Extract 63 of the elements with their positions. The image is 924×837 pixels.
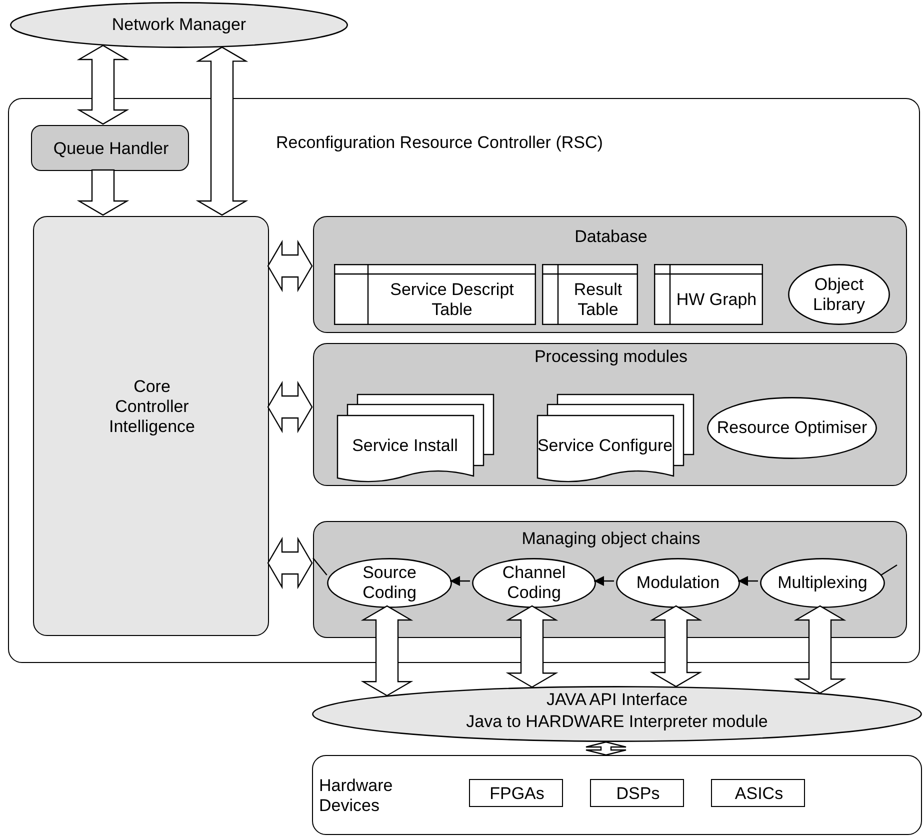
document-stack: [337, 394, 494, 484]
node-label: Channel Coding: [501, 563, 567, 603]
node-label: Result Table: [572, 280, 624, 320]
table-box: [542, 264, 638, 325]
double-outline-arrow: [267, 240, 313, 292]
node-label: FPGAs: [490, 784, 544, 804]
group-panel: [313, 521, 907, 638]
panel-heading: Database: [574, 227, 648, 247]
device-box: [711, 779, 805, 807]
node-label: Java to HARDWARE Interpreter module: [466, 712, 768, 732]
device-box: [590, 779, 684, 807]
group-panel: [313, 216, 907, 333]
ellipse-node: [327, 558, 452, 608]
table-box: [334, 264, 536, 325]
node-label: Modulation: [636, 573, 720, 593]
double-outline-arrow: [650, 605, 702, 688]
device-box: [469, 779, 563, 807]
connector-line: [312, 558, 328, 576]
double-outline-arrow: [585, 741, 627, 756]
connector-line: [880, 564, 898, 576]
node-label: Core Controller Intelligence: [108, 377, 196, 437]
double-outline-arrow: [360, 605, 414, 696]
ellipse-node: [10, 2, 348, 48]
panel-heading: Processing modules: [534, 347, 688, 367]
double-outline-arrow: [267, 536, 313, 590]
node-label: DSPs: [616, 784, 660, 804]
node-label: Hardware Devices: [319, 776, 394, 816]
ellipse-node: [760, 558, 885, 608]
node-label: HW Graph: [676, 290, 757, 310]
node-label: Network Manager: [112, 15, 246, 35]
ellipse-node: [788, 264, 890, 325]
device-panel: [312, 755, 922, 835]
ellipse-node: [707, 397, 877, 459]
arrow: [594, 576, 614, 586]
double-outline-arrow: [794, 605, 846, 694]
node-label: Queue Handler: [53, 139, 169, 159]
process-box: [33, 216, 269, 636]
interface-ellipse: [312, 686, 922, 742]
node-label: Multiplexing: [778, 573, 868, 593]
node-label: ASICs: [734, 784, 784, 804]
table-box: [654, 264, 763, 325]
ellipse-node: [472, 558, 596, 608]
process-box: [31, 125, 189, 171]
node-label: Resource Optimiser: [716, 418, 868, 438]
group-panel: [313, 343, 907, 486]
node-label: Service Descript Table: [389, 280, 515, 320]
node-label: Source Coding: [362, 563, 418, 603]
panel-heading: Managing object chains: [522, 529, 700, 549]
double-outline-arrow: [267, 380, 313, 434]
double-outline-arrow: [506, 605, 558, 688]
double-outline-arrow: [196, 46, 248, 216]
arrow: [450, 576, 470, 586]
panel-heading: Reconfiguration Resource Controller (RSC): [276, 133, 603, 153]
document-stack: [537, 394, 694, 484]
node-label: JAVA API Interface: [546, 690, 688, 710]
node-label: Service Install: [352, 436, 458, 456]
ellipse-node: [616, 558, 740, 608]
controller-panel: [8, 98, 920, 663]
arrow: [738, 576, 758, 586]
node-label: Service Configure: [537, 436, 673, 456]
double-outline-arrow: [76, 169, 130, 216]
double-outline-arrow: [76, 44, 130, 125]
node-label: Object Library: [812, 274, 866, 314]
